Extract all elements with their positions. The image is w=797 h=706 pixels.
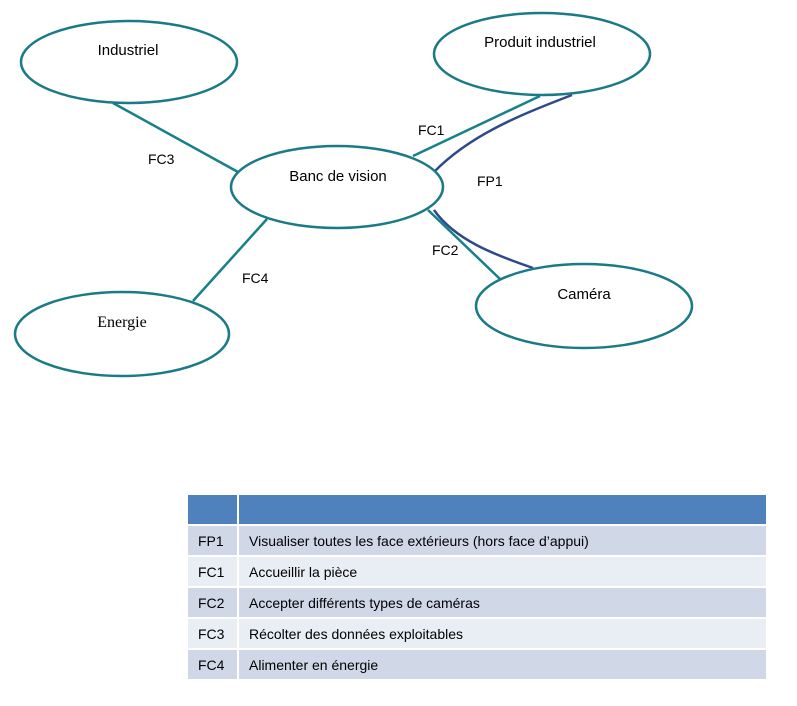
- edge-fp1-label: FP1: [477, 173, 503, 189]
- edge-fc3-label: FC3: [148, 151, 175, 167]
- table-header-row: [188, 495, 766, 524]
- node-produit-ellipse: [432, 11, 652, 97]
- node-industriel-label: Industriel: [98, 42, 159, 59]
- node-produit-label: Produit industriel: [484, 34, 596, 51]
- edge-fc4-line: [192, 218, 268, 302]
- edge-fc4-label: FC4: [242, 270, 269, 286]
- table-cell-description: Récolter des données exploitables: [239, 617, 766, 648]
- edge-fc2-line: [427, 209, 501, 280]
- node-center-ellipse: [229, 144, 445, 230]
- node-camera-ellipse: [474, 262, 694, 350]
- table-cell-description: Visualiser toutes les face extérieurs (h…: [239, 524, 766, 555]
- table-cell-code: FC2: [188, 586, 239, 617]
- table-row: FC1 Accueillir la pièce: [188, 555, 766, 586]
- table-row: FC4 Alimenter en énergie: [188, 648, 766, 679]
- node-center-label: Banc de vision: [289, 168, 387, 185]
- functions-table: FP1 Visualiser toutes les face extérieur…: [188, 495, 766, 679]
- table-row: FC3 Récolter des données exploitables: [188, 617, 766, 648]
- table-cell-code: FC4: [188, 648, 239, 679]
- node-energie-ellipse: [13, 290, 231, 378]
- node-industriel-ellipse: [19, 19, 239, 105]
- table-cell-description: Accepter différents types de caméras: [239, 586, 766, 617]
- table-cell-code: FC3: [188, 617, 239, 648]
- edge-fc2-label: FC2: [432, 242, 459, 258]
- edge-fp1-path: [432, 93, 573, 270]
- table-header-description: [239, 495, 766, 524]
- edge-fc1-label: FC1: [418, 122, 445, 138]
- table-row: FC2 Accepter différents types de caméras: [188, 586, 766, 617]
- edge-fc3-line: [112, 101, 239, 174]
- edge-fc1-line: [412, 94, 541, 158]
- table-cell-code: FC1: [188, 555, 239, 586]
- table-cell-description: Alimenter en énergie: [239, 648, 766, 679]
- table-cell-description: Accueillir la pièce: [239, 555, 766, 586]
- table-cell-code: FP1: [188, 524, 239, 555]
- node-energie-label: Energie: [97, 314, 146, 331]
- interaction-diagram: Industriel Produit industriel Banc de vi…: [13, 11, 694, 378]
- table-row: FP1 Visualiser toutes les face extérieur…: [188, 524, 766, 555]
- table-header-code: [188, 495, 239, 524]
- node-camera-label: Caméra: [557, 286, 611, 303]
